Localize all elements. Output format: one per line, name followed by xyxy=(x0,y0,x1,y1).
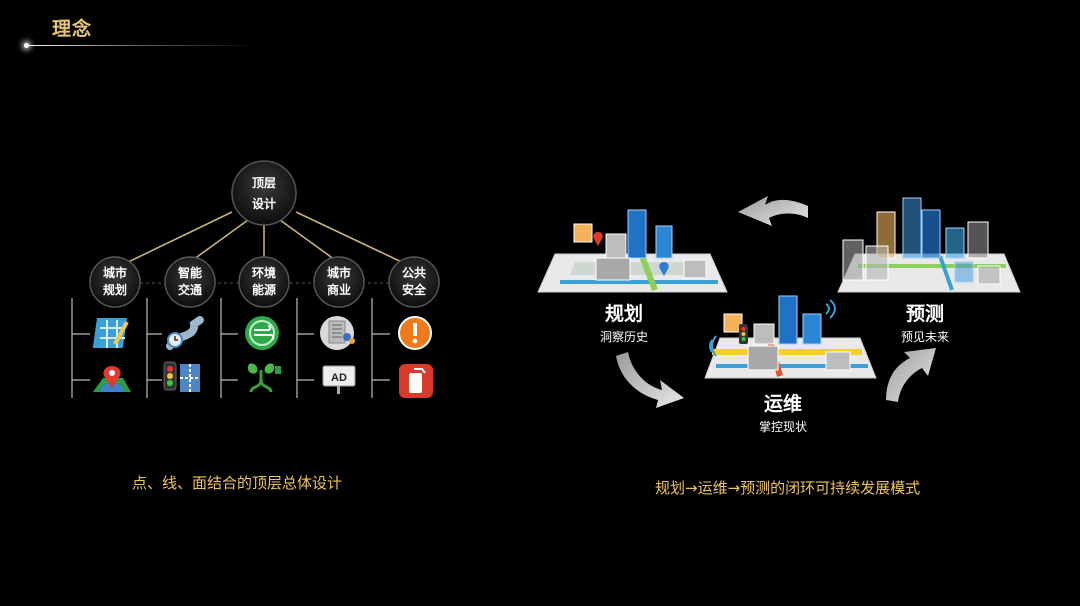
stage-title-planning: 规划 xyxy=(605,302,643,325)
alert-icon xyxy=(398,316,432,350)
fire-extinguisher-icon xyxy=(399,364,433,398)
city-tile-operations xyxy=(704,295,877,379)
stage-subtitle-operations: 掌控现状 xyxy=(759,420,807,434)
svg-text:公共: 公共 xyxy=(402,265,426,280)
svg-text:交通: 交通 xyxy=(178,282,202,297)
wind-energy-icon xyxy=(245,316,279,350)
stage-title-operations: 运维 xyxy=(764,392,802,415)
stage-subtitle-planning: 洞察历史 xyxy=(600,330,648,344)
tree-connectors xyxy=(121,211,409,266)
svg-text:规划: 规划 xyxy=(103,282,127,297)
category-node-urban-planning: 城市 规划 xyxy=(89,256,141,308)
title-underline xyxy=(26,45,256,46)
svg-text:AD: AD xyxy=(331,372,347,384)
stage-title-prediction: 预测 xyxy=(906,303,944,325)
title-glow-dot xyxy=(24,43,29,48)
building-people-icon xyxy=(320,316,355,350)
stage-subtitle-prediction: 预见未来 xyxy=(901,330,949,344)
left-caption: 点、线、面结合的顶层总体设计 xyxy=(132,474,343,492)
svg-text:城市: 城市 xyxy=(103,265,127,280)
category-node-urban-commerce: 城市 商业 xyxy=(313,256,365,308)
traffic-light-icon xyxy=(163,361,200,392)
top-node: 顶层 设计 xyxy=(231,160,297,226)
arrow-prediction-to-planning xyxy=(738,196,808,226)
category-node-public-safety: 公共 安全 xyxy=(388,256,440,308)
svg-text:智能: 智能 xyxy=(177,265,202,280)
svg-text:环境: 环境 xyxy=(252,265,276,280)
category-node-environment-energy: 环境 能源 xyxy=(238,256,290,308)
svg-text:安全: 安全 xyxy=(402,282,427,297)
arrow-planning-to-operations xyxy=(616,352,684,408)
road-clock-icon xyxy=(166,316,204,350)
svg-text:城市: 城市 xyxy=(327,265,351,280)
top-node-line2: 设计 xyxy=(252,196,276,211)
city-tile-prediction xyxy=(837,197,1021,293)
ad-sign-icon: AD xyxy=(322,365,356,394)
page-title: 理念 xyxy=(52,18,93,40)
arrow-operations-to-prediction xyxy=(886,348,936,402)
column-brackets xyxy=(71,298,390,398)
svg-text:能源: 能源 xyxy=(252,282,276,297)
map-pin-icon xyxy=(93,366,131,392)
city-tile-planning xyxy=(537,209,728,293)
svg-text:商业: 商业 xyxy=(327,282,351,297)
eco-plug-icon xyxy=(247,363,281,393)
category-node-smart-traffic: 智能 交通 xyxy=(164,256,216,308)
top-node-line1: 顶层 xyxy=(252,176,276,190)
map-grid-icon xyxy=(92,318,129,348)
right-caption: 规划→运维→预测的闭环可持续发展模式 xyxy=(655,479,921,497)
